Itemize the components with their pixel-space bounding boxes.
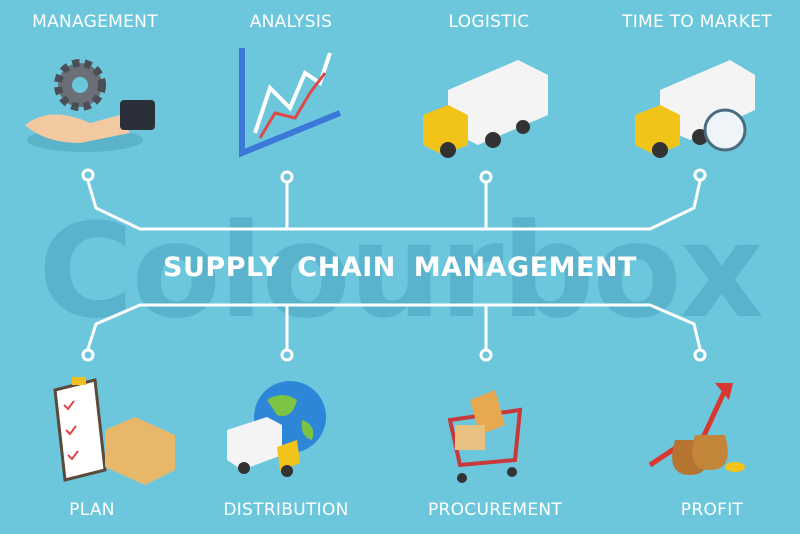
label-procurement: PROCUREMENT xyxy=(427,500,563,520)
label-logistic: LOGISTIC xyxy=(448,12,530,32)
label-profit: PROFIT xyxy=(680,500,744,520)
globe-truck-icon xyxy=(227,381,326,477)
main-title: SUPPLY CHAIN MANAGEMENT xyxy=(163,252,637,283)
hand-gear-icon xyxy=(25,59,155,152)
shopping-cart-icon xyxy=(447,390,523,483)
label-management: MANAGEMENT xyxy=(32,12,158,32)
label-time-to-market: TIME TO MARKET xyxy=(622,12,772,32)
watermark: Colourbox xyxy=(38,195,763,347)
node-circle xyxy=(81,168,95,182)
label-analysis: ANALYSIS xyxy=(249,12,333,32)
clipboard-boxes-icon xyxy=(53,377,175,485)
label-distribution: DISTRIBUTION xyxy=(223,500,349,520)
chart-arrows-icon xyxy=(239,48,342,158)
money-bags-icon xyxy=(648,383,745,475)
label-plan: PLAN xyxy=(69,500,115,520)
truck-icon xyxy=(423,60,548,158)
truck-stopwatch-icon xyxy=(635,60,755,158)
